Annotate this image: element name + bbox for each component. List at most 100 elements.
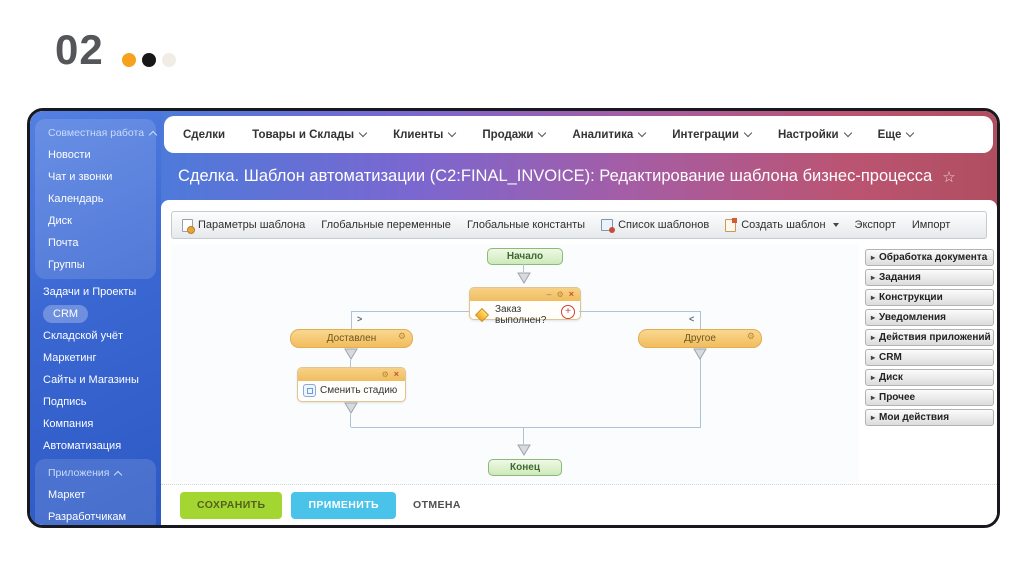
apply-button[interactable]: ПРИМЕНИТЬ — [291, 491, 396, 519]
palette-item-my-actions[interactable]: ▸ Мои действия — [865, 409, 994, 426]
chevron-down-icon — [906, 128, 915, 138]
flow-end-node[interactable]: Конец — [488, 459, 562, 476]
footer-bar: СОХРАНИТЬ ПРИМЕНИТЬ ОТМЕНА — [161, 484, 997, 525]
toolbar-label: Создать шаблон — [741, 219, 826, 231]
sidebar-group-collaboration: Совместная работа Новости Чат и звонки К… — [35, 119, 158, 279]
flow-start-node[interactable]: Начало — [487, 248, 563, 265]
connector-line — [700, 346, 701, 427]
nav-item-settings[interactable]: Настройки — [777, 128, 852, 141]
toolbar-item-export[interactable]: Экспорт — [855, 219, 896, 231]
sidebar-section-label: Совместная работа — [48, 127, 145, 139]
minimize-icon[interactable]: – — [546, 289, 552, 299]
toolbar-item-template-params[interactable]: Параметры шаблона — [182, 218, 305, 234]
nav-item-analytics[interactable]: Аналитика — [572, 129, 647, 141]
palette-item-app-actions[interactable]: ▸ Действия приложений — [865, 329, 994, 346]
sidebar-item-news[interactable]: Новости — [48, 149, 91, 161]
sidebar-item-crm[interactable]: CRM — [30, 303, 161, 325]
chevron-down-icon — [358, 128, 368, 138]
template-list-icon — [601, 219, 616, 233]
branch-label: Другое — [684, 333, 716, 344]
branch-order-marker-right[interactable]: < — [689, 314, 695, 324]
sidebar-item-developers[interactable]: Разработчикам — [48, 511, 127, 523]
chevron-up-icon — [148, 130, 158, 139]
connector-line — [351, 311, 352, 329]
flow-action-change-stage[interactable]: ⚙ × Сменить стадию — [297, 367, 406, 402]
add-branch-button[interactable]: + — [561, 305, 575, 319]
palette-label: Мои действия — [879, 412, 950, 423]
toolbar-item-create-template[interactable]: Создать шаблон — [725, 217, 839, 232]
nav-item-clients[interactable]: Клиенты — [393, 128, 457, 141]
nav-label: Настройки — [777, 128, 839, 141]
close-icon[interactable]: × — [568, 289, 574, 299]
palette-item-crm[interactable]: ▸ CRM — [865, 349, 994, 366]
chevron-down-icon — [743, 128, 753, 138]
connector-line — [523, 427, 524, 444]
branch-order-marker-left[interactable]: > — [357, 314, 363, 324]
connector-line — [579, 311, 701, 312]
nav-label: Клиенты — [393, 128, 444, 141]
create-template-icon — [725, 217, 738, 232]
sidebar-item-automation[interactable]: Автоматизация — [43, 440, 122, 452]
palette-item-disk[interactable]: ▸ Диск — [865, 369, 994, 386]
arrow-down-icon — [344, 348, 358, 360]
cancel-button[interactable]: ОТМЕНА — [405, 492, 469, 519]
connector-line — [351, 427, 701, 428]
action-box-body: Сменить стадию — [298, 381, 405, 399]
crm-active-pill: CRM — [43, 305, 89, 323]
gear-icon[interactable]: ⚙ — [746, 331, 755, 341]
nav-item-products-warehouses[interactable]: Товары и Склады — [252, 128, 368, 141]
sidebar-item-inventory[interactable]: Складской учёт — [43, 330, 123, 342]
palette-item-document-processing[interactable]: ▸ Обработка документа — [865, 249, 994, 266]
palette-label: Прочее — [879, 392, 916, 403]
title-band: Сделка. Шаблон автоматизации (C2:FINAL_I… — [161, 153, 997, 200]
sidebar-item-sites-stores[interactable]: Сайты и Магазины — [43, 374, 139, 386]
collapse-arrow-icon: ▸ — [871, 353, 876, 362]
palette-item-notifications[interactable]: ▸ Уведомления — [865, 309, 994, 326]
workflow-canvas[interactable]: Начало – ⚙ × Заказ выполнен? + — [171, 244, 859, 484]
sidebar-item-calendar[interactable]: Календарь — [48, 193, 104, 205]
sidebar-section-applications[interactable]: Приложения — [35, 462, 156, 484]
sidebar-item-chat-calls[interactable]: Чат и звонки — [48, 171, 113, 183]
condition-box-header: – ⚙ × — [470, 288, 580, 301]
nav-item-sales[interactable]: Продажи — [482, 128, 547, 141]
palette-item-tasks[interactable]: ▸ Задания — [865, 269, 994, 286]
nav-item-integrations[interactable]: Интеграции — [672, 128, 753, 141]
palette-label: Диск — [879, 372, 903, 383]
sidebar-item-sign[interactable]: Подпись — [43, 396, 87, 408]
palette-label: CRM — [879, 352, 902, 363]
save-button[interactable]: СОХРАНИТЬ — [180, 491, 283, 519]
sidebar-item-disk[interactable]: Диск — [48, 215, 72, 227]
palette-item-other[interactable]: ▸ Прочее — [865, 389, 994, 406]
nav-label: Сделки — [183, 128, 226, 141]
action-label: Сменить стадию — [320, 385, 398, 396]
chevron-down-icon — [538, 128, 547, 138]
flow-condition-box[interactable]: – ⚙ × Заказ выполнен? + — [469, 287, 581, 326]
sidebar-item-company[interactable]: Компания — [43, 418, 94, 430]
actions-palette: ▸ Обработка документа ▸ Задания ▸ Констр… — [865, 249, 994, 429]
app-window: Совместная работа Новости Чат и звонки К… — [27, 108, 1000, 528]
favorite-star-icon[interactable]: ☆ — [942, 168, 956, 186]
nav-label: Товары и Склады — [252, 128, 355, 141]
sidebar-item-market[interactable]: Маркет — [48, 489, 86, 501]
sidebar-section-collaboration[interactable]: Совместная работа — [35, 122, 158, 144]
sidebar-item-mail[interactable]: Почта — [48, 237, 79, 249]
connector-line — [351, 311, 469, 312]
toolbar-item-import[interactable]: Импорт — [912, 219, 950, 231]
toolbar-item-global-variables[interactable]: Глобальные переменные — [321, 219, 451, 231]
nav-item-more[interactable]: Еще — [877, 128, 915, 141]
gear-icon[interactable]: ⚙ — [381, 370, 389, 379]
nav-label: Еще — [877, 128, 902, 141]
nav-label: Продажи — [482, 128, 534, 141]
flow-branch-delivered[interactable]: Доставлен ⚙ — [290, 329, 413, 348]
toolbar-item-global-constants[interactable]: Глобальные константы — [467, 219, 585, 231]
close-icon[interactable]: × — [393, 369, 399, 379]
nav-item-deals[interactable]: Сделки — [183, 129, 225, 141]
gear-icon[interactable]: ⚙ — [397, 331, 406, 341]
toolbar-item-template-list[interactable]: Список шаблонов — [601, 219, 709, 233]
sidebar-item-tasks-projects[interactable]: Задачи и Проекты — [43, 286, 137, 298]
sidebar-item-marketing[interactable]: Маркетинг — [43, 352, 97, 364]
sidebar-item-groups[interactable]: Группы — [48, 259, 85, 271]
gear-icon[interactable]: ⚙ — [556, 290, 564, 299]
palette-item-constructions[interactable]: ▸ Конструкции — [865, 289, 994, 306]
slide-progress-dots — [122, 53, 176, 67]
